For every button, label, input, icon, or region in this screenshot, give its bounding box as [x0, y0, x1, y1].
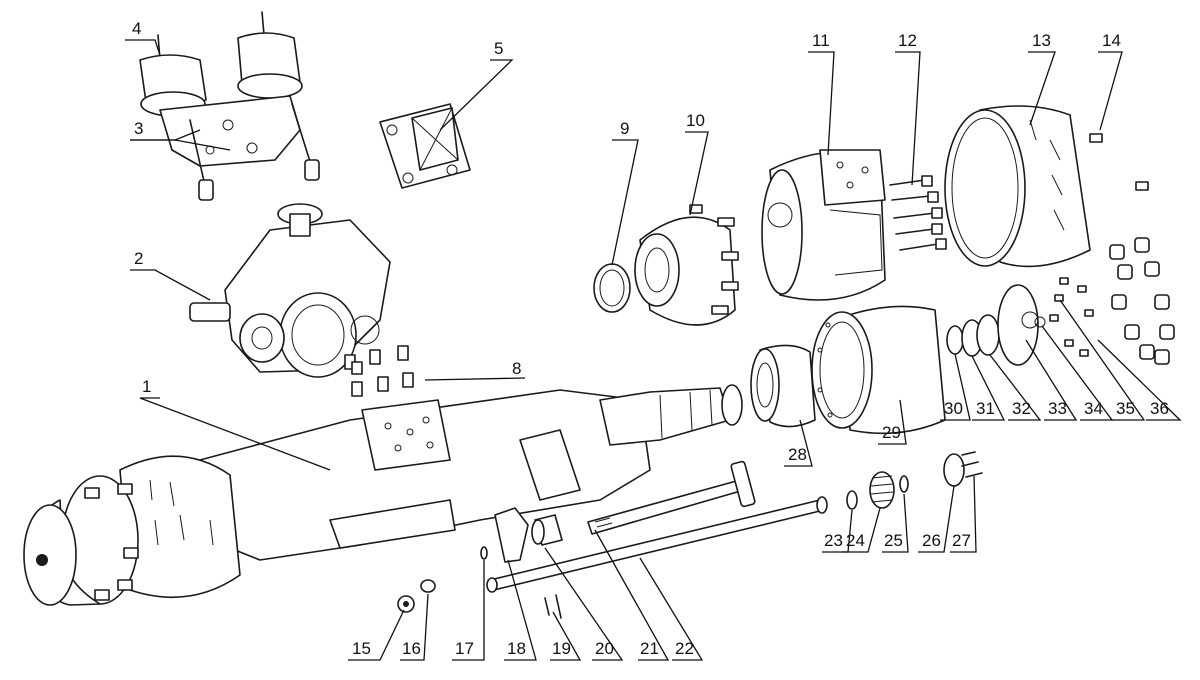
callout-9: 9 [620, 119, 629, 138]
small-bolts-35 [1049, 277, 1094, 357]
brake-chamber-assembly [139, 11, 320, 201]
callout-3: 3 [134, 119, 143, 138]
callout-24: 24 [846, 531, 865, 550]
cap-26 [943, 453, 965, 487]
nut-15-hole [403, 601, 409, 607]
callout-20: 20 [595, 639, 614, 658]
callout-22: 22 [675, 639, 694, 658]
callout-11: 11 [812, 31, 830, 50]
bushing-20 [531, 514, 563, 546]
callout-13: 13 [1032, 31, 1051, 50]
callout-10: 10 [686, 111, 705, 130]
screws-27 [961, 451, 983, 478]
seal-ring [593, 263, 631, 313]
differential-assembly [189, 203, 391, 378]
callout-1: 1 [142, 377, 151, 396]
callout-18: 18 [507, 639, 526, 658]
half-shaft-21 [587, 460, 756, 535]
ring-25 [899, 475, 909, 493]
callout-23: 23 [824, 531, 843, 550]
housing-29 [811, 305, 946, 435]
callout-35: 35 [1116, 399, 1135, 418]
bolts-12 [889, 175, 947, 251]
callout-15: 15 [352, 639, 371, 658]
leader-lines [125, 39, 1182, 661]
bearing-28 [750, 344, 816, 428]
callout-32: 32 [1012, 399, 1031, 418]
wheel-hub [634, 204, 739, 326]
mounting-bracket [379, 103, 471, 189]
ring-23 [846, 490, 858, 510]
half-shaft-22 [486, 496, 828, 593]
callout-labels: 4 3 5 2 8 1 9 10 11 12 13 14 15 16 17 18… [132, 19, 1169, 658]
callout-28: 28 [788, 445, 807, 464]
bolt-set [344, 345, 414, 397]
callout-21: 21 [640, 639, 659, 658]
callout-2: 2 [134, 249, 143, 268]
pins-19 [544, 594, 562, 619]
bolt-14 [1089, 133, 1103, 143]
callout-25: 25 [884, 531, 903, 550]
callout-14: 14 [1102, 31, 1121, 50]
nut-16 [420, 579, 436, 593]
cam-lever-18 [494, 507, 529, 563]
nut-set-36 [1109, 237, 1175, 365]
callout-33: 33 [1048, 399, 1067, 418]
bolt-14b [1135, 181, 1149, 191]
callout-4: 4 [132, 19, 141, 38]
brake-assembly [761, 149, 886, 301]
ring-32 [976, 314, 1000, 356]
callout-27: 27 [952, 531, 971, 550]
callout-26: 26 [922, 531, 941, 550]
callout-30: 30 [944, 399, 963, 418]
brake-drum [944, 105, 1091, 268]
callout-8: 8 [512, 359, 521, 378]
callout-31: 31 [976, 399, 995, 418]
callout-36: 36 [1150, 399, 1169, 418]
callout-19: 19 [552, 639, 571, 658]
left-hub-drum [23, 455, 241, 606]
ring-30 [946, 325, 964, 355]
clip-17 [480, 546, 488, 560]
callout-17: 17 [455, 639, 474, 658]
callout-5: 5 [494, 39, 503, 58]
gear-24 [869, 471, 895, 509]
callout-16: 16 [402, 639, 421, 658]
callout-29: 29 [882, 423, 901, 442]
callout-34: 34 [1084, 399, 1103, 418]
cover-33 [997, 284, 1046, 366]
axle-housing [199, 384, 743, 561]
callout-12: 12 [898, 31, 917, 50]
